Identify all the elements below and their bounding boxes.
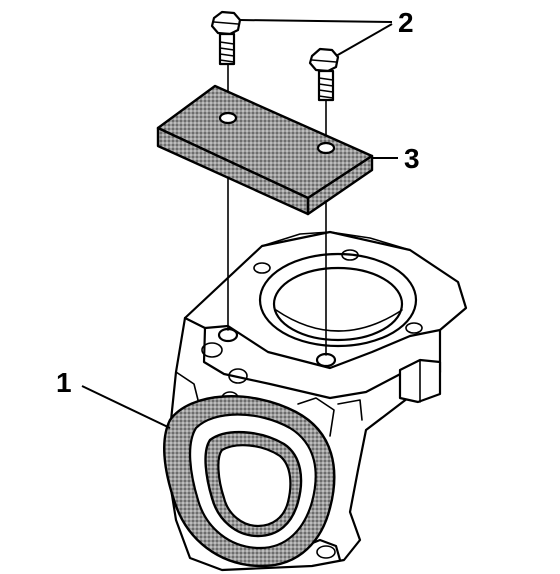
front-seal-flange (163, 395, 336, 568)
bolt-right-flange (311, 59, 337, 63)
housing-rib-2 (337, 399, 363, 421)
housing-boss-front (228, 368, 248, 384)
bolt-left (210, 10, 242, 66)
callout-1-label: 1 (56, 367, 72, 398)
bolt-right-threads (318, 77, 334, 99)
housing-deck-rim (261, 231, 411, 251)
housing-bore-inner (272, 266, 404, 342)
leader-bolts-right (335, 23, 393, 57)
bolt-left-threads (219, 41, 235, 63)
bolt-right (308, 47, 340, 102)
pad-hole-right (316, 141, 336, 155)
seal-bore (217, 444, 292, 528)
pad (156, 84, 374, 216)
housing-rib-1 (297, 397, 335, 437)
housing-bore-outer (258, 252, 418, 348)
housing-boss-left (201, 342, 223, 358)
pad-side-face (306, 154, 374, 216)
callout-2-label: 2 (398, 7, 414, 38)
housing-bore-depth (275, 309, 403, 332)
housing-boss-side (405, 322, 423, 334)
pad-hole-left (218, 111, 238, 125)
housing-boss-rear-right (341, 249, 359, 261)
housing-boss-rear (253, 262, 271, 274)
housing-top-deck (183, 316, 442, 370)
leader-lines (81, 19, 398, 429)
bolt-right-head (308, 47, 340, 73)
housing-rib-3 (175, 371, 199, 401)
leader-housing (81, 385, 171, 429)
leader-bolts-left (239, 19, 393, 23)
bolt-left-flange (213, 21, 239, 25)
callout-3-label: 3 (404, 143, 420, 174)
housing-foot-hole (316, 545, 336, 559)
